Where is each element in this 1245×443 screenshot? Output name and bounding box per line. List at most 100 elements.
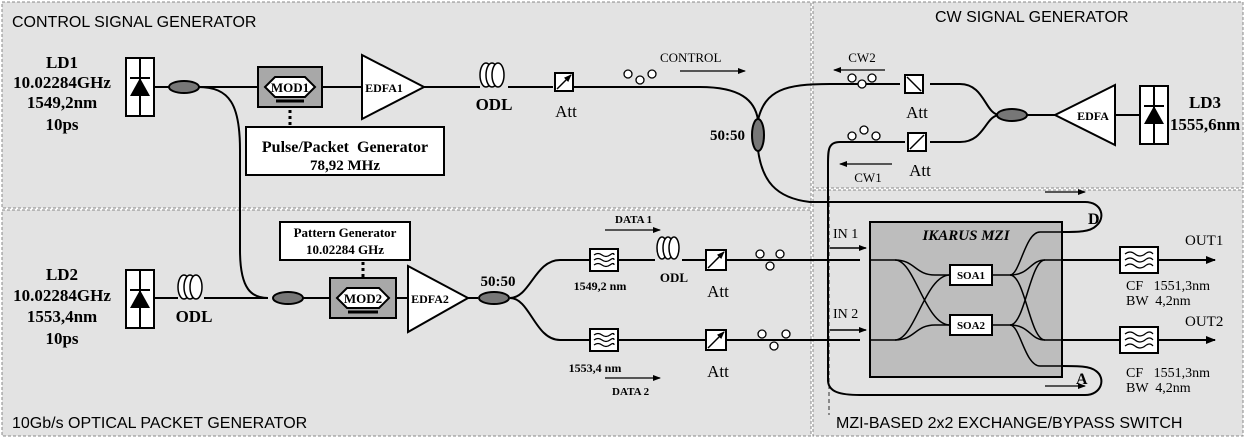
cw1-label: CW1: [854, 170, 881, 185]
filter-out2-bw: BW 4,2nm: [1126, 381, 1191, 396]
att-data2-label: Att: [707, 362, 729, 381]
coupler-ratio-data: 50:50: [481, 274, 516, 290]
coupler-1: [168, 80, 200, 94]
odl-ld2-label: ODL: [176, 307, 213, 326]
ld2-wavelength: 1553,4nm: [27, 307, 97, 326]
ld3-name: LD3: [1189, 93, 1221, 112]
pattern-generator-freq: 10.02284 GHz: [306, 242, 384, 257]
out1-label: OUT1: [1185, 233, 1223, 249]
coupler-50-50-control: [751, 118, 765, 152]
in1-label: IN 1: [833, 227, 858, 242]
att-data1-icon: [705, 249, 727, 271]
port-a-label: A: [1076, 371, 1088, 388]
odl-control-label: ODL: [476, 95, 513, 114]
ld2-freq: 10.02284GHz: [13, 286, 111, 305]
packet-region-title: 10Gb/s OPTICAL PACKET GENERATOR: [12, 415, 307, 432]
pulse-generator-title: Pulse/Packet Generator: [262, 139, 428, 156]
edfa-cw-label: EDFA: [1077, 109, 1109, 123]
ld1-freq: 10.02284GHz: [13, 73, 111, 92]
mod1-label: MOD1: [271, 80, 309, 95]
pattern-generator-title: Pattern Generator: [294, 225, 397, 240]
odl-ld2-icon: [177, 274, 203, 300]
mzi-waveguides: [870, 231, 1062, 367]
edfa1-amplifier-icon: [361, 53, 427, 121]
filter-data2-wavelength: 1553,4 nm: [569, 361, 622, 375]
edfa2-label: EDFA2: [411, 292, 449, 306]
ld3-laser-icon: [1139, 85, 1169, 145]
fiber-a-loop: [1000, 365, 1103, 396]
coupler-cw: [996, 108, 1028, 122]
control-region-title: CONTROL SIGNAL GENERATOR: [12, 14, 256, 31]
cw-region: [812, 1, 1244, 189]
filter-data2-icon: [589, 328, 619, 352]
soa1-box: [949, 264, 993, 286]
odl-data1-label: ODL: [660, 270, 689, 285]
pattern-generator-box: [279, 221, 411, 261]
mod2-modulator: [329, 277, 397, 319]
pulse-generator-box: [245, 126, 445, 176]
fiber-coupler-to-d: [757, 149, 1000, 203]
ld3-wavelength: 1555,6nm: [1170, 115, 1240, 134]
filter-data1-icon: [589, 248, 619, 272]
ld1-pulse: 10ps: [45, 115, 78, 134]
ikarus-mzi-title: IKARUS MZI: [921, 228, 1010, 244]
pulse-generator-freq: 78,92 MHz: [310, 158, 380, 174]
filter-out1-cf: CF 1551,3nm: [1126, 279, 1210, 294]
fiber-cw2-b: [930, 83, 1001, 116]
polarization-controller-data1-icon: [755, 249, 785, 271]
data1-label: DATA 1: [615, 214, 652, 226]
polarization-controller-icon: [623, 69, 657, 85]
fibers: [154, 83, 1216, 396]
fiber-att-coupler: [573, 86, 759, 121]
mod2-label: MOD2: [344, 291, 382, 306]
soa1-label: SOA1: [957, 270, 985, 282]
control-region: [1, 1, 812, 209]
out2-label: OUT2: [1185, 314, 1223, 330]
filter-data1-wavelength: 1549,2 nm: [574, 279, 627, 293]
edfa-cw-amplifier-icon: [1052, 83, 1116, 147]
polarization-controller-cw1-icon: [847, 125, 881, 141]
control-signal-label: CONTROL: [660, 50, 721, 65]
polarization-controller-data2-icon: [757, 329, 791, 351]
coupler-2: [272, 291, 304, 305]
data2-label: DATA 2: [612, 386, 650, 398]
coupler-ratio-control: 50:50: [710, 128, 745, 144]
fiber-cw2: [757, 83, 900, 121]
ld1-laser-icon: [125, 57, 155, 117]
att-data1-label: Att: [707, 282, 729, 301]
filter-out2-cf: CF 1551,3nm: [1126, 366, 1210, 381]
att-cw1-icon: [907, 132, 927, 152]
odl-control-icon: [479, 62, 505, 88]
ld2-name: LD2: [46, 265, 78, 284]
edfa1-label: EDFA1: [365, 81, 403, 95]
in2-label: IN 2: [833, 307, 858, 322]
fiber-cw-split-down: [930, 114, 1001, 143]
filter-out1-icon: [1119, 246, 1159, 274]
port-d-label: D: [1088, 211, 1100, 228]
mod1-modulator: [257, 66, 323, 108]
polarization-controller-cw2-icon: [847, 73, 877, 89]
fiber-cw1: [827, 141, 1000, 396]
att-control-icon: [554, 72, 574, 92]
soa2-box: [949, 314, 993, 336]
ld1-wavelength: 1549,2nm: [27, 93, 97, 112]
soa2-label: SOA2: [957, 320, 986, 332]
fiber-coupler1-down: [197, 86, 269, 299]
att-cw2-label: Att: [906, 103, 928, 122]
fiber-data2: [509, 297, 590, 341]
cw2-label: CW2: [848, 50, 875, 65]
att-cw1-label: Att: [909, 161, 931, 180]
coupler-50-50-data: [478, 291, 510, 305]
ld2-laser-icon: [125, 269, 155, 329]
ld2-pulse: 10ps: [45, 329, 78, 348]
fiber-data1: [509, 259, 590, 299]
att-control-label: Att: [555, 102, 577, 121]
ikarus-mzi-chip: [869, 221, 1063, 378]
filter-out2-icon: [1119, 326, 1159, 354]
fiber-d-loop: [1000, 201, 1103, 233]
switch-region-title: MZI-BASED 2x2 EXCHANGE/BYPASS SWITCH: [836, 415, 1182, 432]
att-cw2-icon: [904, 74, 924, 94]
odl-data1-icon: [656, 236, 680, 260]
